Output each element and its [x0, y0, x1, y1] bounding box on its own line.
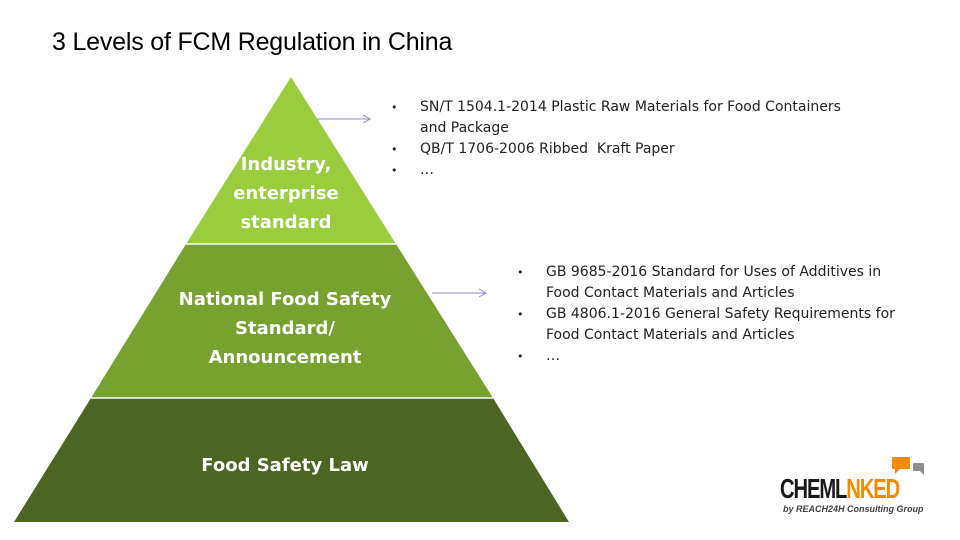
tier-label-line: standard — [240, 212, 332, 233]
tier-label-line: Food Safety Law — [201, 455, 369, 476]
list-item-line: … — [420, 162, 434, 178]
bullet-icon: • — [391, 143, 398, 156]
list-item: • … — [391, 160, 891, 181]
list-item: • GB 9685-2016 Standard for Uses of Addi… — [517, 262, 937, 304]
bullet-icon: • — [517, 308, 524, 321]
tier-label-industry: Industry, enterprise standard — [186, 150, 386, 237]
list-item: • SN/T 1504.1-2014 Plastic Raw Materials… — [391, 97, 891, 139]
list-item-line: GB 9685-2016 Standard for Uses of Additi… — [546, 264, 882, 280]
pyramid-tier-top — [186, 77, 396, 244]
arrow-to-industry-standards — [317, 114, 372, 124]
arrow-to-national-standards — [432, 288, 488, 298]
national-standards-list: • GB 9685-2016 Standard for Uses of Addi… — [517, 262, 937, 367]
list-item-line: and Package — [420, 120, 509, 136]
bullet-icon: • — [391, 164, 398, 177]
tier-label-law: Food Safety Law — [135, 451, 435, 480]
pyramid-tier-bottom — [14, 398, 569, 522]
list-item-line: Food Contact Materials and Articles — [546, 327, 795, 343]
list-item: • QB/T 1706-2006 Ribbed Kraft Paper — [391, 139, 891, 160]
tier-label-national: National Food Safety Standard/ Announcem… — [155, 285, 415, 372]
list-item-line: SN/T 1504.1-2014 Plastic Raw Materials f… — [420, 99, 841, 115]
list-item: • GB 4806.1-2016 General Safety Requirem… — [517, 304, 937, 346]
bullet-icon: • — [517, 266, 524, 279]
list-item-line: Food Contact Materials and Articles — [546, 285, 795, 301]
tier-label-line: Standard/ — [235, 318, 335, 339]
tier-label-line: National Food Safety — [178, 289, 392, 310]
logo-subtitle: by REACH24H Consulting Group — [783, 504, 924, 514]
slide-title: 3 Levels of FCM Regulation in China — [52, 28, 453, 56]
logo-wordmark: CHEMLNKED — [780, 473, 900, 504]
logo-word-part2: NKED — [846, 473, 900, 504]
bullet-icon: • — [517, 350, 524, 363]
industry-standards-list: • SN/T 1504.1-2014 Plastic Raw Materials… — [391, 97, 891, 181]
chat-bubbles-icon — [892, 457, 924, 475]
list-item-line: GB 4806.1-2016 General Safety Requiremen… — [546, 306, 895, 322]
list-item: • … — [517, 346, 937, 367]
tier-label-line: Announcement — [208, 347, 362, 368]
list-item-line: … — [546, 348, 560, 364]
bullet-icon: • — [391, 101, 398, 114]
chemlinked-logo: CHEMLNKED by REACH24H Consulting Group — [780, 456, 928, 520]
list-item-line: QB/T 1706-2006 Ribbed Kraft Paper — [420, 141, 675, 157]
pyramid-tier-middle — [91, 244, 493, 398]
tier-label-line: enterprise — [233, 183, 339, 204]
tier-label-line: Industry, — [240, 154, 332, 175]
logo-word-part1: CHEML — [780, 473, 847, 504]
